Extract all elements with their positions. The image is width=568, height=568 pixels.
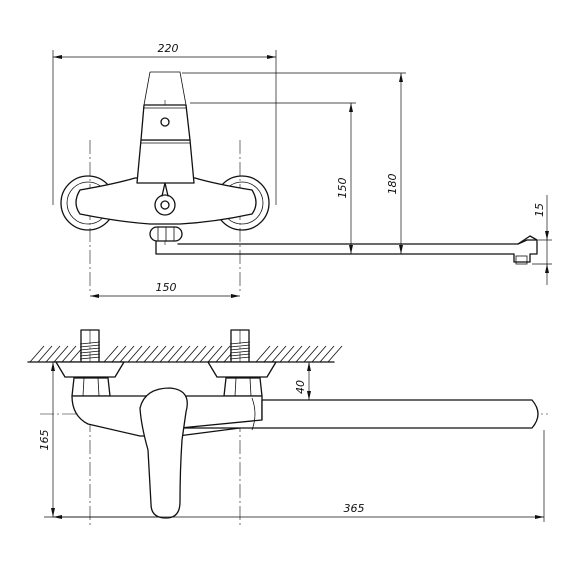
right-nut-line-1 — [234, 377, 237, 397]
hatch-line — [29, 345, 45, 363]
top-view: 220 150 180 15 — [52, 42, 552, 292]
lever-neck — [136, 139, 195, 184]
hatch-line — [159, 345, 175, 363]
dim-15-arrow-b — [545, 264, 549, 273]
hatch-line — [319, 345, 335, 363]
spout-tip-end — [529, 235, 538, 241]
dim-150v-arrow-b — [349, 245, 353, 254]
hatch-line — [167, 345, 183, 363]
valve-knob-pointer — [161, 182, 169, 197]
hatch-line — [53, 345, 69, 363]
hatch-line — [327, 345, 343, 363]
hatch-line — [111, 345, 127, 363]
left-escutcheon — [55, 361, 125, 378]
dim-40-arrow-b — [307, 391, 311, 400]
dim-150v-arrow-t — [349, 103, 353, 112]
dim-180-arrow-t — [399, 73, 403, 82]
dim-220-arrow-l — [53, 55, 62, 59]
left-nut-line-2 — [97, 377, 100, 397]
dim-220-label: 220 — [158, 42, 179, 55]
hatch-line — [279, 345, 295, 363]
front-view: 150 40 — [27, 281, 548, 528]
dim-15-arrow-t — [545, 231, 549, 240]
hatch-line — [135, 345, 151, 363]
dim-150h-label: 150 — [156, 281, 177, 294]
right-escutcheon — [207, 361, 277, 378]
dim-165-arrow-b — [51, 508, 55, 517]
dim-365-arrow-r — [535, 515, 544, 519]
aerator — [515, 255, 528, 265]
left-nut-line-1 — [82, 377, 85, 397]
spout-tip-slant — [517, 235, 531, 245]
spout-top — [155, 239, 538, 263]
hatch-line — [311, 345, 327, 363]
lever-hole — [160, 117, 170, 127]
hatch-line — [143, 345, 159, 363]
dim-150h-arrow-r — [231, 294, 240, 298]
dim-180-label: 180 — [386, 174, 399, 195]
hatch-line — [103, 345, 119, 363]
hatch-line — [295, 345, 311, 363]
spout-front — [179, 399, 539, 429]
lever-taper — [143, 71, 187, 106]
valve-knob — [154, 194, 176, 216]
hatch-line — [199, 345, 215, 363]
spout-front-ring — [251, 397, 256, 431]
dim-15-label: 15 — [533, 203, 546, 217]
right-threaded-pipe — [229, 329, 251, 363]
dim-365-label: 365 — [344, 502, 365, 515]
dim-40-label: 40 — [294, 380, 307, 394]
right-nut-line-2 — [249, 377, 252, 397]
hatch-line — [61, 345, 77, 363]
left-nut — [71, 377, 111, 397]
hatch-line — [207, 345, 223, 363]
dim-165-arrow-t — [51, 362, 55, 371]
hatch-line — [303, 345, 319, 363]
hatch-line — [37, 345, 53, 363]
right-nut — [223, 377, 263, 397]
dim-40-arrow-t — [307, 362, 311, 371]
hatch-line — [215, 345, 231, 363]
hatch-line — [263, 345, 279, 363]
dim-150h-arrow-l — [90, 294, 99, 298]
hatch-line — [127, 345, 143, 363]
lever-front — [139, 387, 188, 519]
dim-220-arrow-r — [267, 55, 276, 59]
hatch-line — [45, 345, 61, 363]
dim-150v-label: 150 — [336, 178, 349, 199]
dim-165-label: 165 — [38, 430, 51, 451]
hatch-line — [119, 345, 135, 363]
hatch-line — [191, 345, 207, 363]
hatch-line — [183, 345, 199, 363]
hatch-line — [255, 345, 271, 363]
hatch-line — [175, 345, 191, 363]
hatch-line — [287, 345, 303, 363]
dim-180-arrow-b — [399, 245, 403, 254]
hatch-line — [271, 345, 287, 363]
valve-knob-center — [160, 200, 170, 210]
lever-cap — [140, 104, 191, 141]
dim-365-arrow-l — [53, 515, 62, 519]
thread-line — [79, 344, 101, 348]
hatch-line — [151, 345, 167, 363]
wall-hatch — [29, 345, 343, 363]
thread-line — [229, 344, 251, 348]
